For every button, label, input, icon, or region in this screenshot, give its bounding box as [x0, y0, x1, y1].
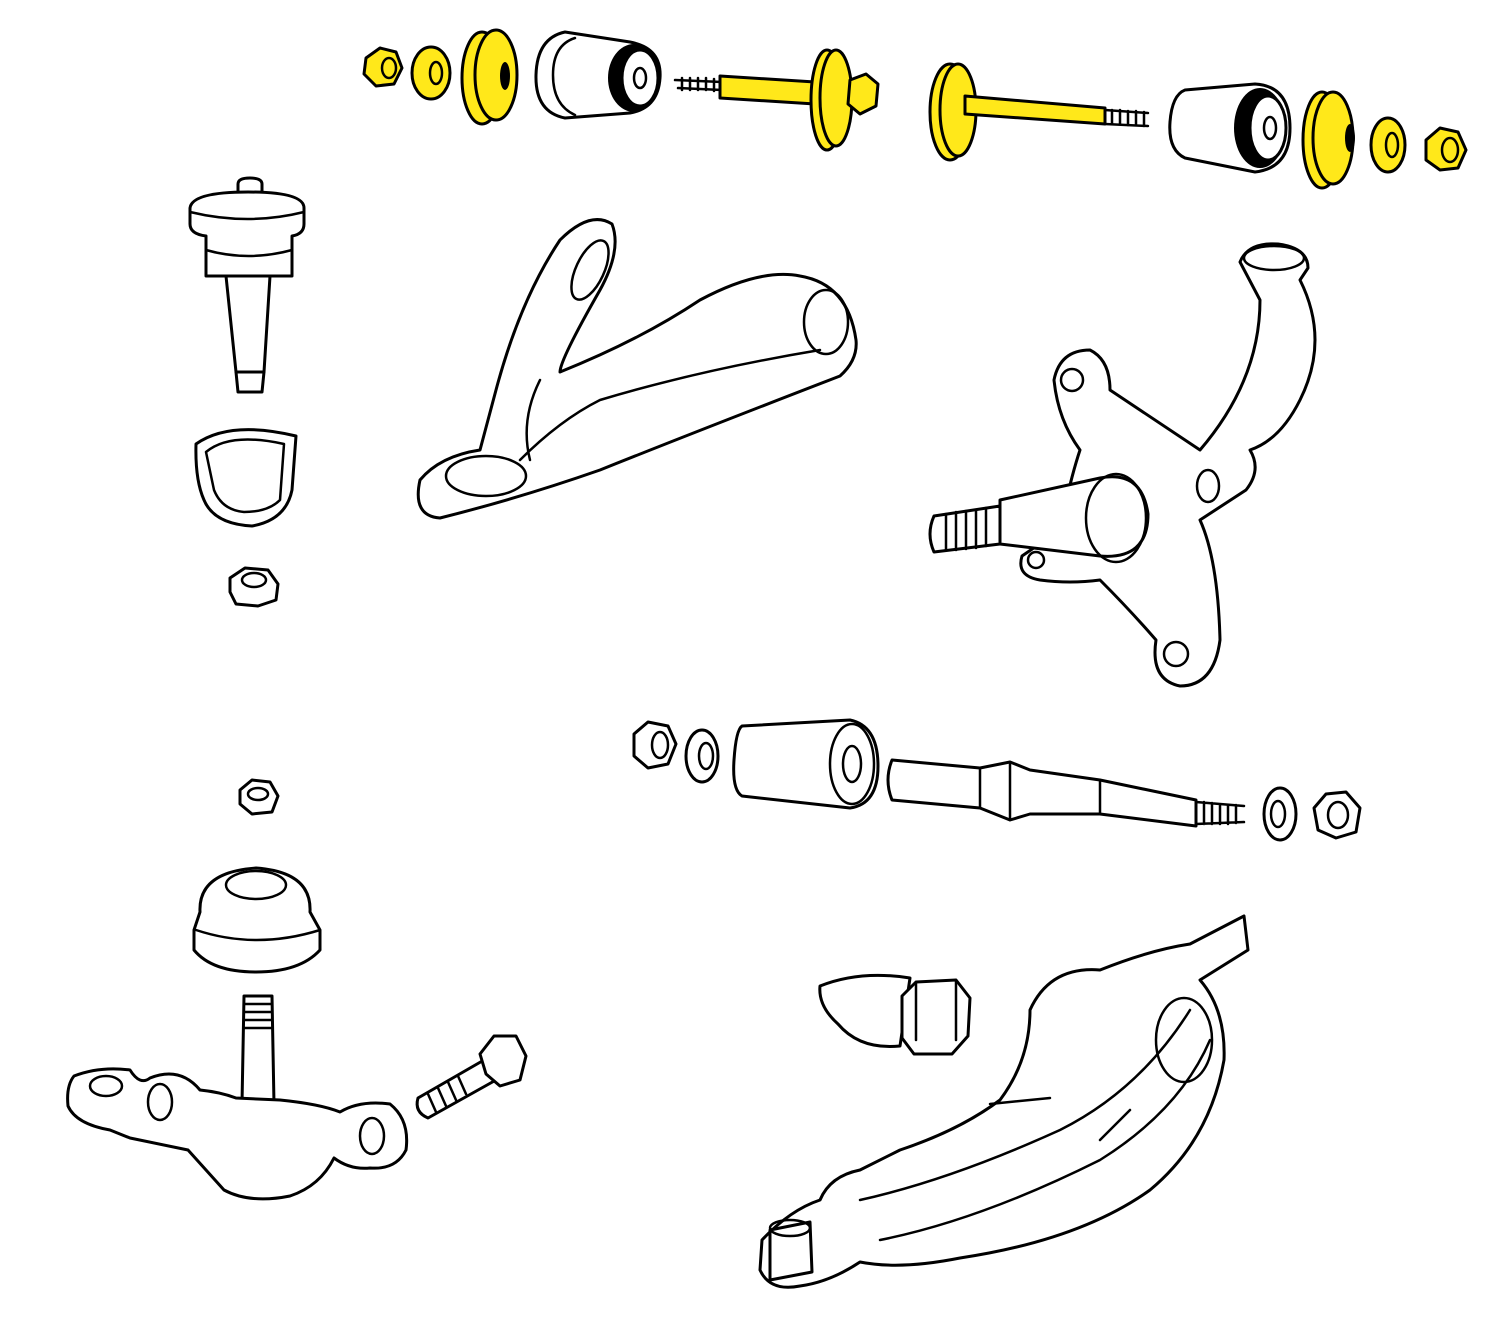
lower-arm-nut-left: [632, 720, 678, 770]
upper-ball-joint-castle-nut: [228, 566, 280, 608]
upper-arm-pivot-bolt-right: [928, 62, 1150, 162]
lower-arm-nut-right: [1312, 790, 1362, 840]
upper-arm-bushing-right: [1168, 82, 1292, 174]
upper-arm-bushing-retainer-left: [460, 28, 519, 126]
lower-arm-pivot-shaft: [886, 758, 1246, 828]
lower-ball-joint-bolt: [415, 1034, 528, 1120]
upper-control-arm: [416, 218, 858, 520]
lower-ball-joint-boot: [192, 866, 322, 974]
upper-arm-bushing-retainer-right: [1301, 90, 1355, 190]
upper-arm-washer-left: [410, 45, 452, 101]
upper-arm-nut-right: [1424, 126, 1468, 172]
lower-arm-bushing: [732, 718, 880, 810]
lower-control-arm: [758, 914, 1250, 1289]
upper-arm-nut-left: [362, 46, 404, 88]
upper-arm-pivot-bolt-left: [673, 48, 880, 152]
lower-ball-joint: [66, 994, 409, 1201]
lower-arm-washer-right: [1262, 786, 1298, 842]
upper-arm-washer-right: [1369, 116, 1407, 174]
steering-knuckle: [928, 242, 1317, 688]
lower-control-arm-bracket: [818, 973, 972, 1056]
lower-arm-washer-left: [684, 728, 720, 784]
upper-ball-joint: [188, 176, 306, 394]
lower-ball-joint-castle-nut: [238, 778, 280, 816]
upper-arm-bushing-left: [534, 30, 662, 120]
upper-ball-joint-boot: [194, 428, 298, 528]
